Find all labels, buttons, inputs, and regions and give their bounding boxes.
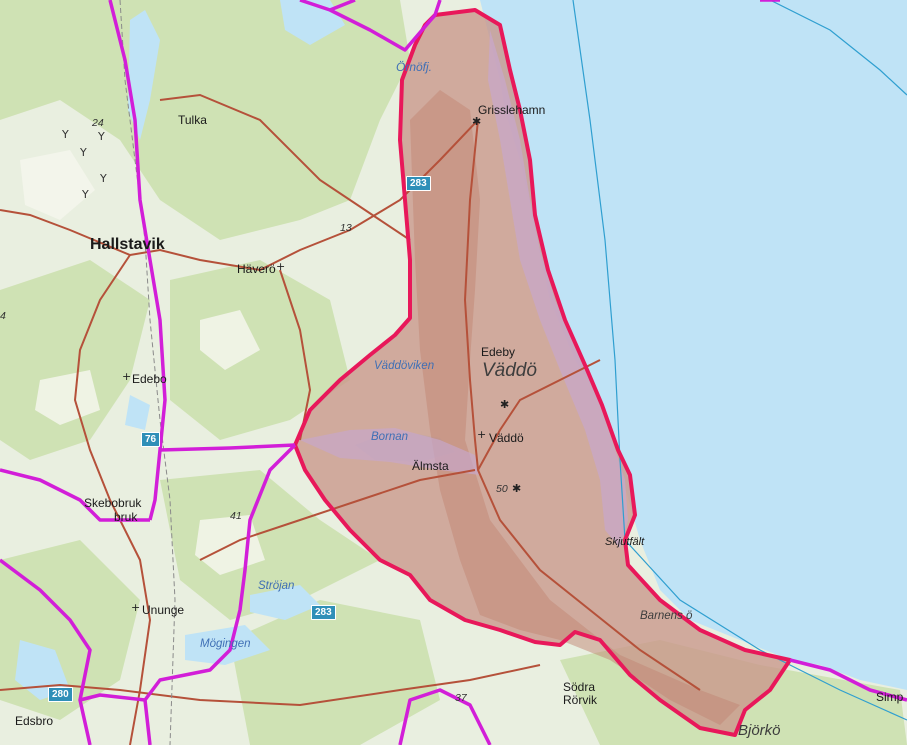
label-bjorko[interactable]: Björkö	[738, 722, 781, 739]
label-37: 37	[455, 692, 467, 704]
label-strojan: Ströjan	[258, 580, 295, 592]
sea-boundary	[572, 0, 907, 721]
bornan-zone	[300, 428, 480, 475]
label-4: 4	[0, 310, 6, 322]
church-icon: +	[131, 601, 141, 614]
label-grisslehamn[interactable]: Grisslehamn	[478, 103, 546, 117]
wind-turbine-icon: Y	[80, 146, 87, 159]
inner-area	[410, 90, 740, 725]
label-ornofj: Örnöfj.	[396, 60, 433, 74]
label-vaddo-church[interactable]: Väddö	[489, 431, 524, 445]
road-shield-283-south: 283	[311, 605, 336, 620]
wind-turbine-icon: Y	[100, 172, 107, 185]
sea	[440, 0, 907, 690]
label-rorvik: Rörvik	[563, 693, 598, 707]
label-mogingen: Mögingen	[200, 638, 251, 650]
roads	[0, 93, 701, 745]
church-icon: +	[276, 260, 286, 273]
label-skjutfalt: Skjutfält	[605, 536, 645, 548]
label-sodra[interactable]: Södra	[563, 680, 596, 694]
label-bornan: Bornan	[371, 431, 409, 443]
label-vaddoviken: Väddöviken	[374, 360, 435, 372]
wind-turbine-icon: Y	[82, 188, 89, 201]
area-outline	[293, 8, 792, 737]
label-havero[interactable]: Häverö	[237, 262, 276, 276]
junction-marker: ✱	[512, 482, 522, 495]
label-tulka[interactable]: Tulka	[178, 113, 207, 127]
label-ununge[interactable]: Ununge	[142, 603, 185, 617]
junction-marker: ✱	[500, 398, 510, 411]
label-vaddo-region[interactable]: Väddö	[482, 360, 537, 381]
label-50: 50	[496, 483, 508, 495]
label-edeby[interactable]: Edeby	[481, 345, 516, 359]
label-edsbro[interactable]: Edsbro	[15, 714, 54, 728]
label-41: 41	[230, 510, 242, 522]
label-skebobruk[interactable]: Skebobruk	[84, 496, 142, 510]
label-hallstavik[interactable]: Hallstavik	[90, 236, 165, 253]
wind-turbine-icon: Y	[62, 128, 69, 141]
road-shield-283-north: 283	[406, 176, 431, 191]
shore-zone	[488, 30, 628, 548]
label-skebobruk-bruk: bruk	[114, 510, 138, 524]
church-icon: +	[477, 428, 487, 441]
label-almsta[interactable]: Älmsta	[412, 459, 449, 473]
label-24: 24	[92, 117, 104, 129]
wind-turbine-icon: Y	[98, 130, 105, 143]
label-simp[interactable]: Simp	[876, 690, 904, 704]
label-13: 13	[340, 222, 352, 234]
open-land	[20, 150, 265, 575]
road-shield-76: 76	[141, 432, 161, 447]
town-marker-grisslehamn: ✱	[472, 115, 482, 128]
road-shield-280: 280	[48, 687, 73, 702]
label-barnens-o: Barnens ö	[640, 610, 693, 622]
railway	[119, 0, 176, 745]
church-icon: +	[122, 370, 132, 383]
label-edebo[interactable]: Edebo	[132, 372, 167, 386]
